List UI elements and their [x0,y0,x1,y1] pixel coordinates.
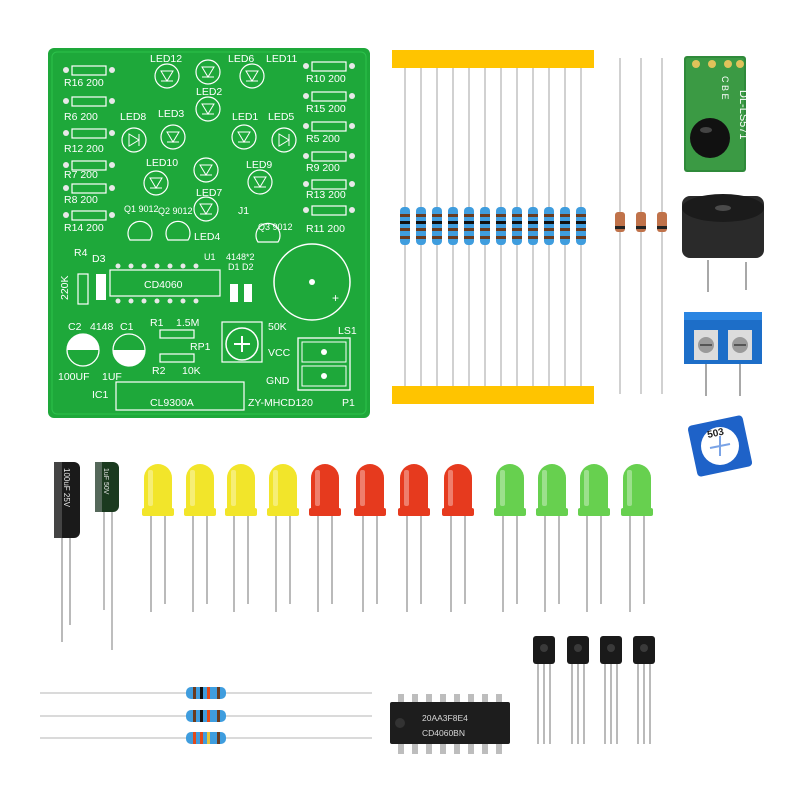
pcb-label-ic1: IC1 [92,389,109,401]
pcb-label-r16: R16 200 [64,77,104,89]
buzzer [682,194,764,292]
transistors [533,636,655,744]
pcb-label-r14: R14 200 [64,222,104,234]
pcb-label-q1: Q1 9012 [124,204,159,214]
ic-line-1: 20AA3F8E4 [422,713,468,723]
svg-text:+: + [332,291,339,305]
pcb-label-r8: R8 200 [64,194,98,206]
pcb-label-model: ZY-MHCD120 [248,397,313,409]
pcb-label-q3: Q3 9012 [258,222,293,232]
pcb-label-r2: R2 [152,365,166,377]
pcb-label-led10: LED10 [146,157,178,169]
pcb-label-r6: R6 200 [64,111,98,123]
pcb-transistor-footprints [127,220,281,243]
pcb-label-1uf: 1UF [102,371,122,383]
pcb-label-led2: LED2 [196,86,222,98]
pcb-label-d3: D3 [92,253,106,265]
led [621,464,653,612]
pcb-resistor-footprints-right [311,61,347,216]
cd4060-ic: 20AA3F8E4 CD4060BN [390,694,510,754]
pcb-label-r12: R12 200 [64,143,104,155]
transistor [533,636,555,744]
led [309,464,341,612]
pcb-label-r11: R11 200 [306,223,345,235]
pcb-label-led7: LED7 [196,187,222,199]
pcb-resistor-footprints-left [71,65,107,221]
pcb-label-10k: 10K [182,365,201,377]
pcb-label-r4: R4 [74,247,88,259]
pcb-label-led6: LED6 [228,53,254,65]
pcb-label-4148x2: 4148*2 [226,252,255,262]
pcb-label-led1: LED1 [232,111,258,123]
pcb-label-1.5m: 1.5M [176,317,199,329]
pcb-label-ls1: LS1 [338,325,357,337]
led-row [142,464,653,612]
electrolytic-capacitors: 100uF 25V 1uF 50V [54,462,119,650]
pcb-label-c2: C2 [68,321,82,333]
pcb-label-r7: R7 200 [64,169,98,181]
led [184,464,216,612]
led [398,464,430,612]
pcb-label-q2: Q2 9012 [158,206,193,216]
module-label: DL-LS571 [737,90,749,140]
sound-module: DL-LS571 C B E [684,56,749,172]
pcb-label-led4: LED4 [194,231,220,243]
resistor-strip [392,50,594,404]
pcb-label-u1: U1 [204,252,216,262]
pcb-label-r1: R1 [150,317,164,329]
pcb-label-d1d2: D1 D2 [228,262,254,272]
pcb-buzzer-footprint [273,243,351,321]
diodes [615,58,667,394]
pcb-label-vcc: VCC [268,347,291,359]
ic-line-2: CD4060BN [422,728,465,738]
led [442,464,474,612]
pcb-label-p1: P1 [342,397,355,409]
terminal-block [684,312,762,396]
led [142,464,174,612]
pcb-label-led9: LED9 [246,159,272,171]
pcb-label-c1: C1 [120,321,134,333]
pcb-label-r5: R5 200 [306,133,340,145]
pcb-label-r10: R10 200 [306,73,346,85]
module-pins: C B E [720,76,730,100]
pcb-label-100uf: 100UF [58,371,90,383]
led [536,464,568,612]
pcb-label-cl9300a: CL9300A [150,397,194,409]
pcb-label-gnd: GND [266,375,290,387]
transistor [600,636,622,744]
pcb-label-cd4060: CD4060 [144,279,183,291]
loose-resistors [40,687,372,744]
capacitor-large-label: 100uF 25V [62,468,71,508]
pcb-label-j1: J1 [238,205,249,217]
trimmer-potentiometer: 503 [687,415,753,477]
pcb-label-rp1: RP1 [190,341,211,353]
pcb-label-50k: 50K [268,321,287,333]
pcb-label-led11: LED11 [266,53,297,65]
pcb-board: R16 200 R6 200 R12 200 R7 200 R8 200 R14… [48,48,370,418]
pcb-led-footprints [121,59,297,222]
pcb-label-r15: R15 200 [306,103,346,115]
transistor [567,636,589,744]
pcb-label-led3: LED3 [158,108,184,120]
led [354,464,386,612]
capacitor-small-label: 1uF 50V [102,468,109,495]
pcb-label-led5: LED5 [268,111,294,123]
led [267,464,299,612]
pcb-label-led8: LED8 [120,111,146,123]
pcb-label-led12: LED12 [150,53,182,65]
pcb-label-r9: R9 200 [306,162,340,174]
led [578,464,610,612]
led [494,464,526,612]
pcb-label-4148: 4148 [90,321,114,333]
led [225,464,257,612]
pcb-label-r13: R13 200 [306,189,346,201]
transistor [633,636,655,744]
pcb-label-220k: 220K [59,275,71,300]
